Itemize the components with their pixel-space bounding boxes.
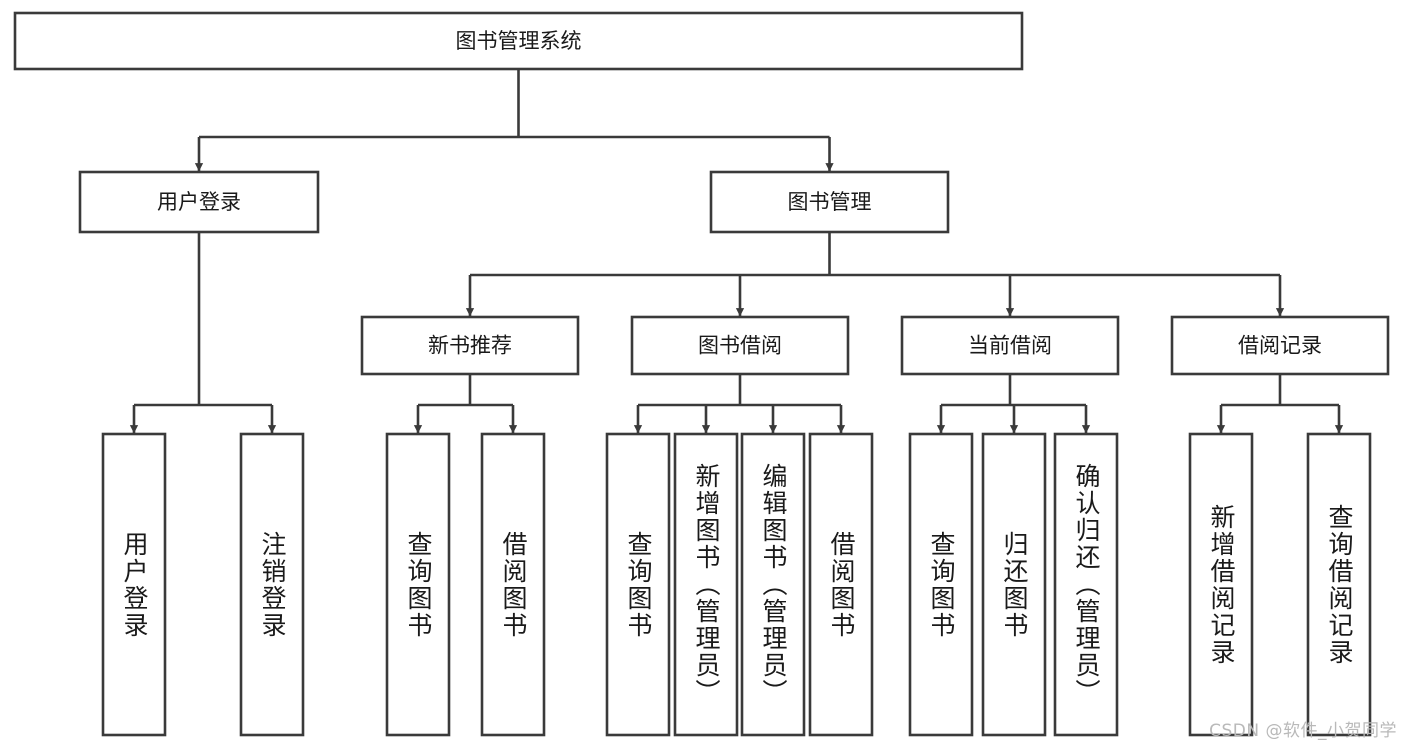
node-box-leaf-user-login[interactable] bbox=[101, 432, 167, 737]
node-label-l3-current: 当前借阅 bbox=[968, 334, 1052, 358]
node-label-l3-records: 借阅记录 bbox=[1238, 334, 1322, 358]
node-label-l3-new-book: 新书推荐 bbox=[428, 334, 512, 358]
node-label-l3-borrow: 图书借阅 bbox=[698, 334, 782, 358]
node-box-leaf-new-borrow[interactable] bbox=[480, 432, 546, 737]
node-box-l2-book-manage[interactable] bbox=[709, 170, 950, 234]
node-box-leaf-borrow-query[interactable] bbox=[605, 432, 671, 737]
node-box-leaf-cur-query[interactable] bbox=[908, 432, 974, 737]
node-label-root: 图书管理系统 bbox=[456, 29, 582, 53]
node-box-leaf-rec-query[interactable] bbox=[1306, 432, 1372, 737]
node-box-l3-records[interactable] bbox=[1170, 315, 1390, 376]
node-box-l3-current[interactable] bbox=[900, 315, 1120, 376]
node-box-l2-user-login[interactable] bbox=[78, 170, 320, 234]
node-box-leaf-cur-confirm[interactable] bbox=[1053, 432, 1119, 737]
node-box-leaf-borrow-lend[interactable] bbox=[808, 432, 874, 737]
node-box-root[interactable] bbox=[13, 11, 1024, 71]
node-box-leaf-cur-return[interactable] bbox=[981, 432, 1047, 737]
node-box-leaf-rec-add[interactable] bbox=[1188, 432, 1254, 737]
node-label-l2-book-manage: 图书管理 bbox=[788, 190, 872, 214]
node-box-l3-new-book[interactable] bbox=[360, 315, 580, 376]
node-box-leaf-new-query[interactable] bbox=[385, 432, 451, 737]
node-label-l2-user-login: 用户登录 bbox=[157, 190, 241, 214]
node-box-leaf-borrow-add[interactable] bbox=[673, 432, 739, 737]
connector-layer bbox=[129, 69, 1344, 434]
watermark: CSDN @软件_小贺同学 bbox=[1209, 721, 1397, 741]
node-box-leaf-user-logout[interactable] bbox=[239, 432, 305, 737]
node-box-l3-borrow[interactable] bbox=[630, 315, 850, 376]
node-box-leaf-borrow-edit[interactable] bbox=[740, 432, 806, 737]
node-box-layer bbox=[13, 11, 1390, 737]
